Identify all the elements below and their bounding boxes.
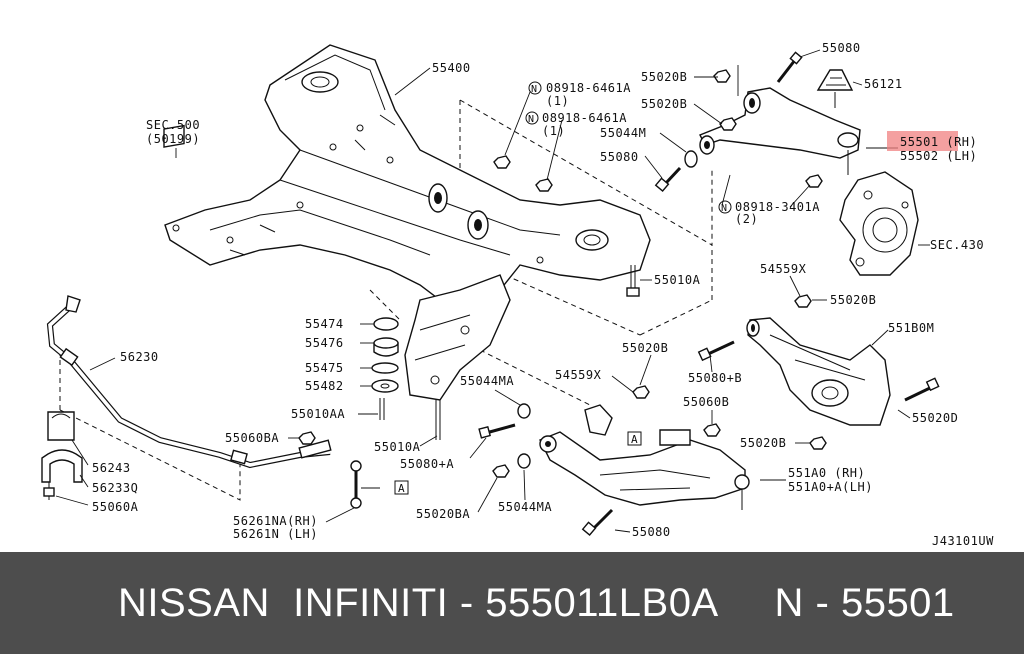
callout-c36: 55020B (740, 436, 786, 450)
callout-c26: 55482 (305, 379, 344, 393)
callout-labels: 55400 SEC.500 (50199) 08918-6461A (1) 08… (92, 41, 994, 548)
callout-c44: 551A0 (RH) (788, 466, 865, 480)
part-number-banner: NISSAN INFINITI - 555011LB0A N - 55501 (0, 552, 1024, 654)
callout-c48: 56261N (LH) (233, 527, 318, 541)
callout-c46: 55080 (632, 525, 671, 539)
callout-c3: (50199) (146, 132, 200, 146)
callout-c1: 55400 (432, 61, 471, 75)
marker-n-3: N (721, 203, 728, 214)
callout-c4: 08918-6461A (546, 81, 631, 95)
callout-c12: 55080 (822, 41, 861, 55)
callout-c2: SEC.500 (146, 118, 200, 132)
parts-diagram: 55400 SEC.500 (50199) 08918-6461A (1) 08… (41, 41, 994, 548)
callout-c20: 54559X (760, 262, 807, 276)
callout-c30: 55020B (622, 341, 668, 355)
callout-c17: (2) (735, 212, 758, 226)
steering-knuckle (839, 171, 919, 276)
callout-c41: 55060A (92, 500, 139, 514)
callout-c16: 08918-3401A (735, 200, 820, 214)
callout-c42: 55020BA (416, 507, 470, 521)
callout-c35: 55060B (683, 395, 729, 409)
callout-c6: 08918-6461A (542, 111, 627, 125)
callout-c19: 55010A (654, 273, 701, 287)
callout-c11: 55080 (600, 150, 639, 164)
banner-text: NISSAN INFINITI - 555011LB0A N - 55501 (118, 580, 955, 625)
callout-c21: 55020B (830, 293, 876, 307)
stabilizer-bar (41, 295, 380, 509)
callout-c24: 55476 (305, 336, 344, 350)
marker-n-2: N (528, 114, 535, 125)
callout-c8: 55020B (641, 70, 687, 84)
callout-c5: (1) (546, 94, 569, 108)
marker-a-2: A (398, 482, 405, 495)
callout-c33: 55080+B (688, 371, 742, 385)
callout-c15: 55502 (LH) (900, 149, 977, 163)
marker-n-1: N (531, 84, 538, 95)
callout-c37: 55060BA (225, 431, 279, 445)
callout-c34: 55020D (912, 411, 958, 425)
callout-c18: SEC.430 (930, 238, 984, 252)
callout-c23: 55474 (305, 317, 344, 331)
lower-control-arm-front (163, 124, 750, 537)
callout-c32: 55044MA (460, 374, 514, 388)
callout-c10: 55044M (600, 126, 646, 140)
callout-c25: 55475 (305, 361, 344, 375)
callout-c39: 56243 (92, 461, 131, 475)
upper-control-arm (654, 51, 861, 193)
markers: N N N A A (394, 81, 732, 495)
callout-c31: 54559X (555, 368, 602, 382)
callout-c28: 55010A (374, 440, 421, 454)
callout-c38: 55080+A (400, 457, 454, 471)
marker-a-1: A (631, 433, 638, 446)
callout-c29: 56230 (120, 350, 159, 364)
callout-c49: J43101UW (932, 534, 994, 548)
callout-c47: 56261NA(RH) (233, 514, 318, 528)
callout-c43: 55044MA (498, 500, 552, 514)
lower-control-arm-rear (697, 294, 940, 450)
callout-c7: (1) (542, 124, 565, 138)
callout-c45: 551A0+A(LH) (788, 480, 873, 494)
callout-c22: 551B0M (888, 321, 934, 335)
callout-c13: 56121 (864, 77, 903, 91)
part-highlight (887, 131, 958, 151)
callout-c27: 55010AA (291, 407, 345, 421)
callout-c9: 55020B (641, 97, 687, 111)
callout-c40: 56233Q (92, 481, 138, 495)
callout-c14: 55501 (RH) (900, 135, 977, 149)
subframe-crossmember (164, 44, 651, 401)
